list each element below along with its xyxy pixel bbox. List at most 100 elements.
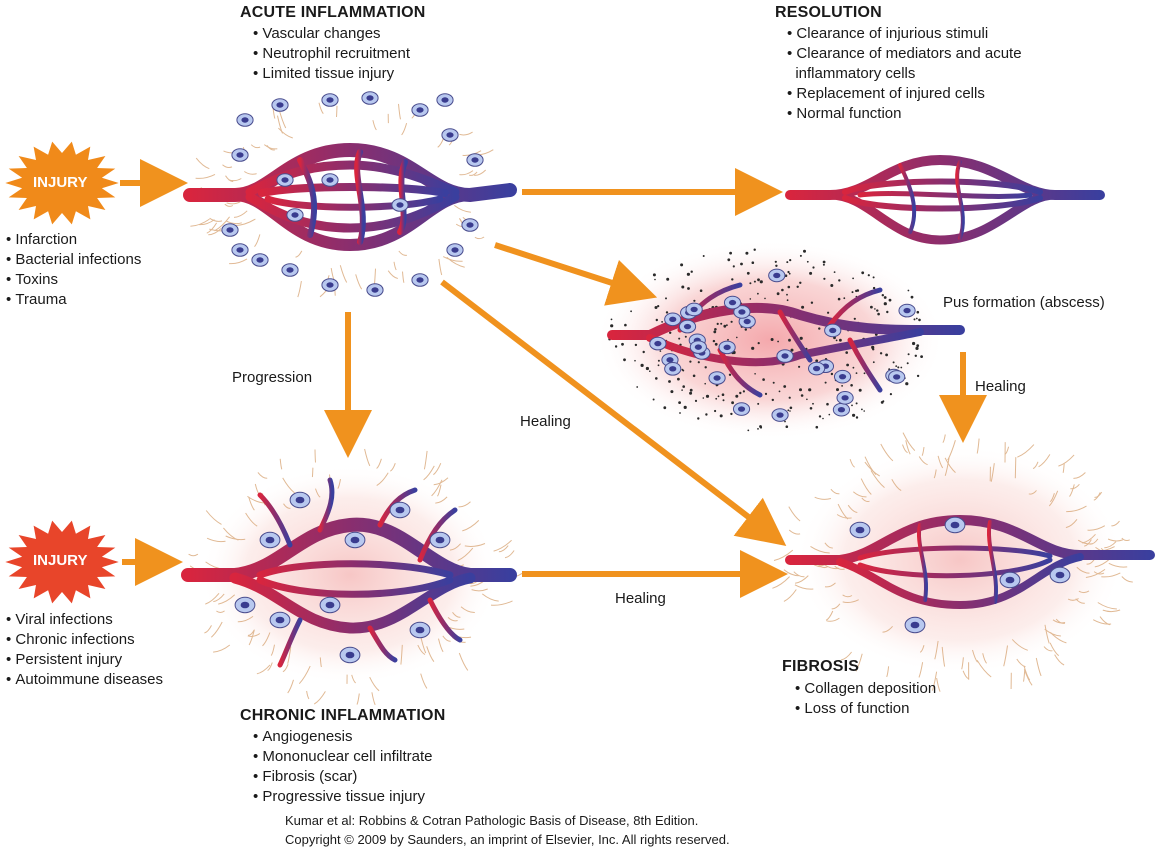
cell: [281, 263, 299, 277]
cell: [411, 273, 429, 287]
resolution-item: Clearance of mediators and acute: [787, 44, 1021, 64]
cause-item: Infarction: [6, 230, 141, 250]
chronic-item: Fibrosis (scar): [253, 767, 433, 787]
fibrosis-glow: [795, 445, 1125, 675]
cause-item: Trauma: [6, 290, 141, 310]
cell: [389, 501, 411, 519]
cell: [429, 531, 451, 549]
acute-item: Vascular changes: [253, 24, 410, 44]
cell: [733, 305, 751, 319]
fibrosis-title: FIBROSIS: [782, 658, 860, 675]
cell: [824, 323, 842, 338]
cell: [466, 153, 484, 167]
resolution-vessel: [785, 154, 1105, 245]
injury-top-causes: Infarction Bacterial infections Toxins T…: [6, 230, 141, 310]
healing-chronic-label: Healing: [615, 590, 666, 607]
cell: [251, 253, 269, 267]
cell: [411, 103, 429, 117]
cell: [718, 340, 736, 355]
resolution-item: inflammatory cells: [795, 65, 916, 82]
cell: [833, 369, 852, 384]
acute-item: Limited tissue injury: [253, 64, 410, 84]
injury-label-bottom: INJURY: [33, 552, 88, 569]
cell: [366, 283, 384, 297]
cell: [259, 531, 281, 549]
cell: [904, 616, 926, 634]
cell: [276, 173, 294, 187]
cell: [321, 278, 339, 292]
acute-item: Neutrophil recruitment: [253, 44, 410, 64]
cell: [732, 402, 751, 416]
healing-diagonal-arrow: [440, 279, 787, 546]
arrows: [120, 159, 987, 598]
cell: [898, 303, 916, 318]
acute-vessel: [183, 142, 517, 252]
chronic-list: Angiogenesis Mononuclear cell infiltrate…: [253, 727, 433, 807]
resolution-item: Replacement of injured cells: [787, 84, 1022, 104]
fibrosis-item: Collagen deposition: [795, 679, 936, 699]
cell: [771, 408, 789, 422]
cell: [289, 491, 311, 509]
cell: [1049, 566, 1071, 584]
chronic-item: Mononuclear cell infiltrate: [253, 747, 432, 767]
cells: [221, 91, 1071, 664]
cell: [321, 93, 339, 107]
cell: [685, 302, 703, 317]
acute-list: Vascular changes Neutrophil recruitment …: [253, 24, 410, 84]
cell: [664, 312, 682, 327]
cell: [221, 223, 239, 237]
cell: [344, 531, 366, 549]
progression-label: Progression: [232, 369, 313, 386]
cell: [776, 349, 794, 363]
cell: [849, 521, 871, 539]
figure-credit: Kumar et al: Robbins & Cotran Pathologic…: [285, 811, 730, 849]
cell: [689, 340, 707, 354]
chronic-item: Progressive tissue injury: [253, 787, 433, 807]
injury-label-top: INJURY: [33, 174, 88, 191]
abscess-arrow: [494, 242, 658, 306]
cell: [234, 596, 256, 614]
cell: [231, 148, 249, 162]
cell: [286, 208, 304, 222]
cell: [678, 319, 697, 334]
acute-title: ACUTE INFLAMMATION: [240, 4, 426, 21]
cell: [723, 295, 742, 310]
credit-line: Kumar et al: Robbins & Cotran Pathologic…: [285, 813, 699, 828]
cell: [269, 611, 291, 629]
injury-burst-top: [5, 141, 119, 225]
fibrosis-list: Collagen deposition Loss of function: [795, 679, 936, 719]
vessels: [181, 142, 1155, 668]
resolution-item: Normal function: [787, 104, 1022, 124]
injury-bottom-causes: Viral infections Chronic infections Pers…: [6, 610, 163, 690]
cell: [664, 362, 682, 376]
healing-abscess-label: Healing: [975, 378, 1026, 395]
injury-burst-bottom: [5, 520, 119, 604]
cell: [708, 371, 726, 385]
cell: [461, 218, 479, 232]
cell: [888, 370, 906, 384]
credit-line: Copyright © 2009 by Saunders, an imprint…: [285, 832, 730, 847]
cell: [832, 402, 851, 417]
cell: [321, 173, 339, 187]
resolution-title: RESOLUTION: [775, 4, 882, 21]
cell: [391, 198, 409, 212]
cause-item: Persistent injury: [6, 650, 163, 670]
cause-item: Autoimmune diseases: [6, 670, 163, 690]
chronic-vessel: [181, 477, 517, 668]
cell: [231, 243, 249, 257]
cell: [271, 98, 289, 112]
cell: [446, 243, 464, 257]
chronic-title: CHRONIC INFLAMMATION: [240, 707, 446, 724]
cause-item: Viral infections: [6, 610, 163, 630]
cell: [441, 128, 459, 142]
abscess-label: Pus formation (abscess): [943, 294, 1105, 311]
cell: [236, 113, 254, 127]
resolution-item: Clearance of injurious stimuli: [787, 24, 1022, 44]
fibrosis-item: Loss of function: [795, 699, 936, 719]
cell: [649, 336, 667, 351]
chronic-item: Angiogenesis: [253, 727, 433, 747]
cell: [944, 516, 966, 534]
cell: [339, 646, 361, 664]
cell: [807, 361, 826, 376]
